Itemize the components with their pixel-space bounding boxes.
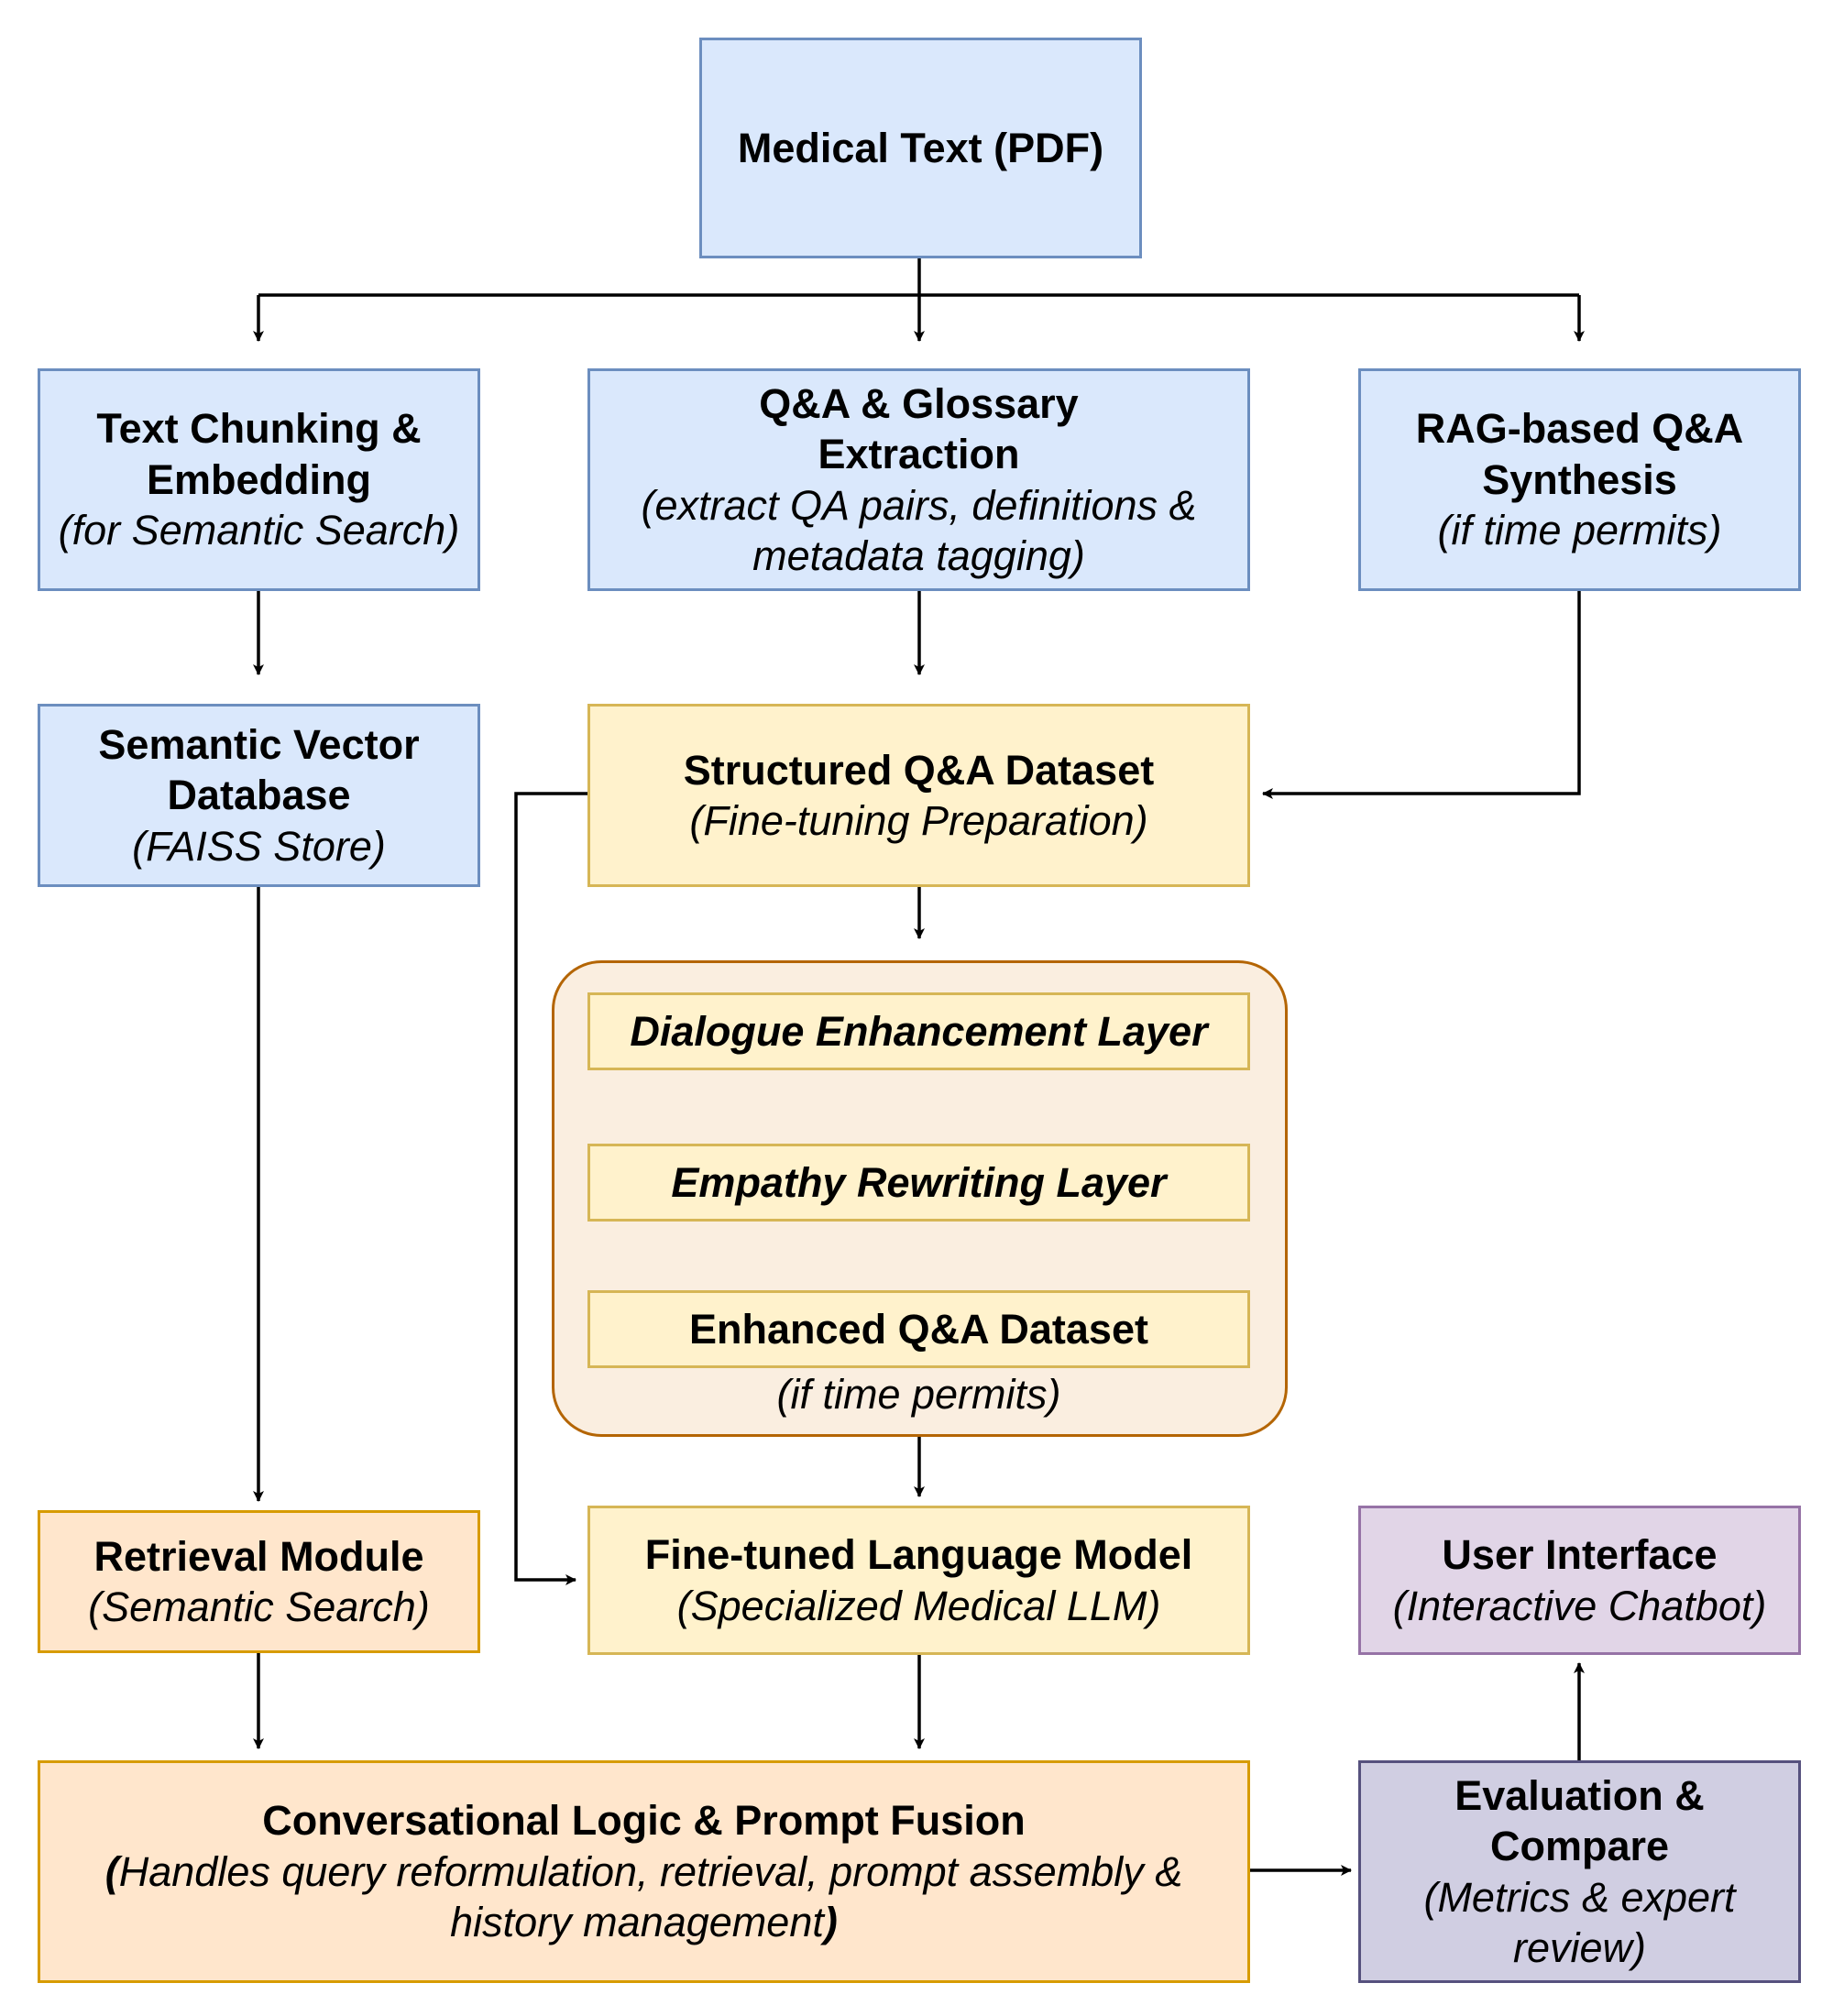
- node-rag-synthesis-subtitle: (if time permits): [1437, 507, 1722, 554]
- node-text-chunking-title: Text Chunking & Embedding: [96, 405, 422, 503]
- node-conversational-logic[interactable]: Conversational Logic & Prompt Fusion (Ha…: [38, 1760, 1250, 1983]
- node-vector-database-subtitle: (FAISS Store): [132, 822, 386, 870]
- node-text-chunking-subtitle: (for Semantic Search): [58, 507, 460, 554]
- node-conversational-logic-title: Conversational Logic & Prompt Fusion: [262, 1797, 1026, 1845]
- node-vector-database-title: Semantic Vector Database: [98, 720, 420, 819]
- node-dialogue-layer[interactable]: Dialogue Enhancement Layer: [587, 992, 1250, 1070]
- node-structured-dataset-title: Structured Q&A Dataset: [683, 746, 1155, 794]
- node-vector-database[interactable]: Semantic Vector Database (FAISS Store): [38, 704, 480, 887]
- node-rag-synthesis-title: RAG-based Q&A Synthesis: [1415, 405, 1744, 503]
- node-retrieval-module-title: Retrieval Module: [93, 1532, 424, 1580]
- node-conversational-logic-subtitle: Handles query reformulation, retrieval, …: [118, 1847, 1183, 1946]
- node-user-interface[interactable]: User Interface (Interactive Chatbot): [1358, 1506, 1801, 1655]
- node-user-interface-subtitle: (Interactive Chatbot): [1392, 1582, 1767, 1629]
- node-empathy-layer[interactable]: Empathy Rewriting Layer: [587, 1144, 1250, 1222]
- edge-structured-to-llm: [514, 792, 587, 1585]
- node-evaluation-subtitle: (Metrics & expert review): [1423, 1873, 1736, 1971]
- node-finetuned-llm-subtitle: (Specialized Medical LLM): [676, 1582, 1161, 1629]
- node-dialogue-layer-title: Dialogue Enhancement Layer: [630, 1007, 1208, 1055]
- node-structured-dataset-subtitle: (Fine-tuning Preparation): [689, 797, 1148, 844]
- paren-close: ): [823, 1899, 838, 1946]
- node-structured-dataset[interactable]: Structured Q&A Dataset (Fine-tuning Prep…: [587, 704, 1250, 887]
- node-qa-extraction-title: Q&A & Glossary Extraction: [759, 379, 1079, 478]
- enhancement-group-note: (if time permits): [776, 1371, 1061, 1418]
- node-empathy-layer-title: Empathy Rewriting Layer: [671, 1158, 1167, 1206]
- node-medical-text[interactable]: Medical Text (PDF): [699, 38, 1142, 258]
- node-retrieval-module[interactable]: Retrieval Module (Semantic Search): [38, 1510, 480, 1653]
- node-finetuned-llm-title: Fine-tuned Language Model: [644, 1531, 1193, 1579]
- node-finetuned-llm[interactable]: Fine-tuned Language Model (Specialized M…: [587, 1506, 1250, 1655]
- node-rag-synthesis[interactable]: RAG-based Q&A Synthesis (if time permits…: [1358, 368, 1801, 591]
- node-text-chunking[interactable]: Text Chunking & Embedding (for Semantic …: [38, 368, 480, 591]
- node-retrieval-module-subtitle: (Semantic Search): [88, 1583, 430, 1630]
- edge-rag-to-structured: [1262, 591, 1581, 799]
- node-qa-extraction[interactable]: Q&A & Glossary Extraction (extract QA pa…: [587, 368, 1250, 591]
- node-medical-text-title: Medical Text (PDF): [737, 124, 1104, 171]
- node-conversational-logic-description: (Handles query reformulation, retrieval,…: [58, 1846, 1231, 1948]
- node-evaluation-title: Evaluation & Compare: [1454, 1771, 1705, 1870]
- paren-open: (: [104, 1847, 119, 1895]
- node-qa-extraction-subtitle: (extract QA pairs, definitions & metadat…: [641, 481, 1197, 579]
- node-enhanced-dataset-title: Enhanced Q&A Dataset: [689, 1305, 1148, 1353]
- node-enhanced-dataset[interactable]: Enhanced Q&A Dataset: [587, 1290, 1250, 1368]
- node-evaluation[interactable]: Evaluation & Compare (Metrics & expert r…: [1358, 1760, 1801, 1983]
- node-user-interface-title: User Interface: [1442, 1531, 1718, 1579]
